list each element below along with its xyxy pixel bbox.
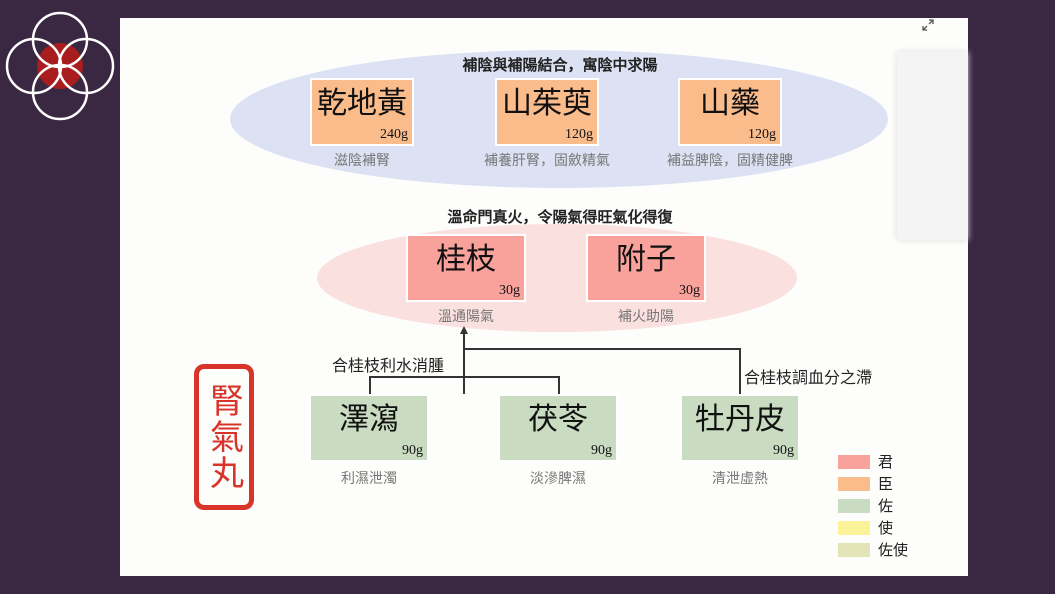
herb-weight: 120g: [748, 127, 776, 142]
herb-effect: 淡滲脾濕: [530, 471, 586, 487]
mid-ellipse: [317, 224, 797, 332]
legend-swatch: [838, 477, 870, 491]
herb-effect: 溫通陽氣: [438, 309, 494, 325]
herb-weight: 120g: [565, 127, 593, 142]
legend-item: 使: [838, 519, 893, 537]
legend-label: 臣: [878, 475, 894, 493]
herb-name: 山藥: [700, 86, 760, 121]
herb-effect: 補益脾陰，固精健脾: [667, 153, 793, 169]
right-connector-note: 合桂枝調血分之滯: [744, 368, 873, 387]
connector-line: [369, 376, 371, 394]
top-group-title: 補陰與補陽結合，寓陰中求陽: [462, 56, 658, 74]
herb-effect: 滋陰補腎: [334, 153, 390, 169]
connector-line: [463, 348, 740, 350]
legend-label: 佐: [878, 497, 894, 515]
herb-name: 茯苓: [528, 402, 588, 437]
legend-swatch: [838, 455, 870, 469]
herb-name: 澤瀉: [339, 402, 399, 437]
herb-name: 乾地黃: [317, 86, 407, 121]
legend-label: 佐使: [878, 541, 909, 559]
herb-box: 山茱萸 120g: [495, 78, 599, 146]
herb-weight: 90g: [591, 443, 612, 458]
legend-swatch: [838, 499, 870, 513]
legend-swatch: [838, 543, 870, 557]
herb-weight: 30g: [499, 283, 520, 298]
herb-name: 附子: [616, 242, 676, 277]
legend-label: 使: [878, 519, 894, 537]
legend-swatch: [838, 521, 870, 535]
connector-line: [463, 332, 465, 394]
side-panel: [897, 52, 968, 240]
herb-weight: 90g: [773, 443, 794, 458]
expand-icon[interactable]: [921, 18, 935, 32]
herb-box: 乾地黃 240g: [310, 78, 414, 146]
herb-name: 桂枝: [436, 242, 496, 277]
legend-item: 佐使: [838, 541, 908, 559]
legend-label: 君: [878, 453, 894, 471]
slide: 補陰與補陽結合，寓陰中求陽 乾地黃 240g 山茱萸 120g 山藥 120g 滋陰補…: [120, 18, 968, 576]
connector-line: [558, 376, 560, 394]
left-connector-note: 合桂枝利水消腫: [332, 356, 445, 375]
herb-effect: 清泄虛熱: [712, 471, 768, 487]
flower-of-life-logo: [5, 11, 115, 121]
arrow-head-icon: [460, 326, 468, 334]
herb-effect: 利濕泄濁: [341, 471, 397, 487]
mid-group-title: 溫命門真火，令陽氣得旺氣化得復: [447, 208, 673, 226]
herb-name: 牡丹皮: [695, 402, 785, 437]
connector-line: [369, 376, 559, 378]
herb-effect: 補養肝腎，固斂精氣: [484, 153, 610, 169]
herb-box: 山藥 120g: [678, 78, 782, 146]
herb-weight: 90g: [402, 443, 423, 458]
legend-item: 臣: [838, 475, 893, 493]
connector-line: [739, 348, 741, 394]
legend-item: 君: [838, 453, 893, 471]
herb-weight: 240g: [380, 127, 408, 142]
legend-item: 佐: [838, 497, 893, 515]
herb-name: 山茱萸: [502, 86, 592, 121]
herb-weight: 30g: [679, 283, 700, 298]
seal-stamp: 腎氣丸: [194, 364, 254, 510]
herb-box: 牡丹皮 90g: [680, 394, 800, 462]
herb-effect: 補火助陽: [618, 309, 674, 325]
